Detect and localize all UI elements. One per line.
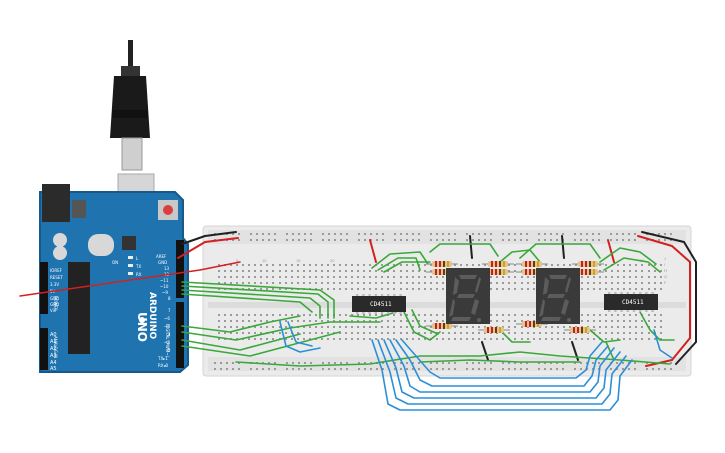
svg-text:L: L	[136, 256, 139, 261]
power-header[interactable]	[40, 262, 48, 314]
wire-red-1[interactable]	[369, 239, 377, 263]
resistor[interactable]	[478, 327, 510, 333]
svg-text:13: 13	[164, 266, 170, 271]
svg-text:IOREF: IOREF	[50, 268, 63, 273]
power-section-label: POWER	[53, 296, 58, 311]
svg-text:RX: RX	[136, 272, 142, 277]
wire-red-5v[interactable]	[177, 237, 239, 259]
seven-segment-display-right[interactable]: 8	[0, 0, 580, 324]
svg-text:~11: ~11	[160, 278, 169, 283]
chip-label: CD4511	[622, 299, 644, 306]
svg-text:TX: TX	[135, 264, 141, 269]
svg-text:AREF: AREF	[156, 254, 167, 259]
svg-text:A0: A0	[50, 332, 57, 338]
svg-text:20: 20	[330, 258, 335, 263]
svg-text:RESET: RESET	[50, 275, 63, 280]
svg-text:GND: GND	[158, 260, 167, 265]
crystal	[88, 234, 114, 256]
power-rail-bottom[interactable]	[208, 357, 686, 371]
svg-text:I: I	[664, 262, 665, 267]
wire-black-gnd[interactable]	[181, 231, 237, 245]
resistor[interactable]	[482, 261, 514, 267]
analog-header[interactable]	[40, 328, 48, 370]
wire-black-right[interactable]	[641, 231, 697, 365]
wire-red-rail[interactable]	[19, 261, 241, 297]
arduino-model: UNO	[135, 312, 149, 342]
decoder-chip-right[interactable]: CD4511	[604, 292, 658, 312]
svg-text:H: H	[664, 268, 667, 273]
wires[interactable]	[19, 231, 697, 411]
svg-text:~6: ~6	[164, 316, 170, 321]
svg-text:~9: ~9	[162, 290, 168, 295]
resistors[interactable]	[426, 261, 604, 333]
resistor[interactable]	[426, 261, 458, 267]
svg-text:2: 2	[168, 348, 171, 353]
svg-text:~10: ~10	[160, 284, 169, 289]
svg-text:TX▸1: TX▸1	[157, 356, 168, 361]
arduino-brand: ARDUINO	[147, 292, 157, 340]
svg-text:A4: A4	[50, 360, 57, 366]
atmega-chip	[68, 262, 90, 354]
svg-text:GND: GND	[50, 296, 59, 301]
resistor[interactable]	[572, 261, 604, 267]
svg-text:7: 7	[168, 308, 171, 313]
svg-text:3.3V: 3.3V	[50, 282, 59, 287]
svg-text:G: G	[664, 274, 667, 279]
svg-text:~5: ~5	[164, 324, 170, 329]
seven-segment-display-left[interactable]: 8	[0, 0, 490, 324]
svg-text:F: F	[664, 280, 667, 285]
capacitor	[53, 233, 67, 247]
wire-red-right[interactable]	[637, 235, 691, 367]
svg-text:GND: GND	[50, 302, 59, 307]
svg-text:Vin: Vin	[50, 308, 57, 313]
usb-cable[interactable]	[110, 40, 155, 213]
analog-section-label: ANALOG IN	[53, 336, 58, 358]
power-jack	[42, 184, 70, 222]
svg-text:~3: ~3	[164, 340, 170, 345]
svg-text:ON: ON	[112, 260, 118, 265]
digital-header-top[interactable]	[176, 240, 184, 298]
svg-text:8: 8	[168, 296, 171, 301]
svg-text:A5: A5	[50, 366, 57, 372]
svg-text:10: 10	[262, 258, 267, 263]
digit-value: 8	[0, 0, 1, 1]
resistor[interactable]	[516, 261, 548, 267]
usb-chip	[122, 236, 136, 250]
svg-text:RX◂0: RX◂0	[158, 363, 169, 368]
wire-red-2[interactable]	[607, 239, 615, 263]
svg-text:J: J	[664, 256, 666, 261]
digital-header-bottom[interactable]	[176, 302, 184, 368]
svg-text:A2: A2	[50, 346, 57, 352]
resistor[interactable]	[564, 327, 596, 333]
chip-label: CD4511	[370, 301, 392, 308]
svg-text:4: 4	[168, 332, 171, 337]
svg-text:15: 15	[296, 258, 301, 263]
resistor[interactable]	[426, 323, 458, 329]
resistor[interactable]	[482, 269, 514, 275]
svg-text:A1: A1	[50, 339, 57, 345]
wires-blue[interactable]	[279, 321, 673, 411]
decoder-chip-left[interactable]: CD4511	[352, 294, 406, 314]
regulator	[72, 200, 86, 218]
arduino-uno-board[interactable]: ARDUINO UNO POWER ANALOG IN DIGITAL (PWM…	[39, 184, 189, 373]
svg-text:A3: A3	[50, 353, 57, 359]
power-rail-top[interactable]	[208, 230, 686, 244]
digital-section-label: DIGITAL (PWM~)	[165, 324, 170, 358]
svg-text:5: 5	[236, 258, 239, 263]
